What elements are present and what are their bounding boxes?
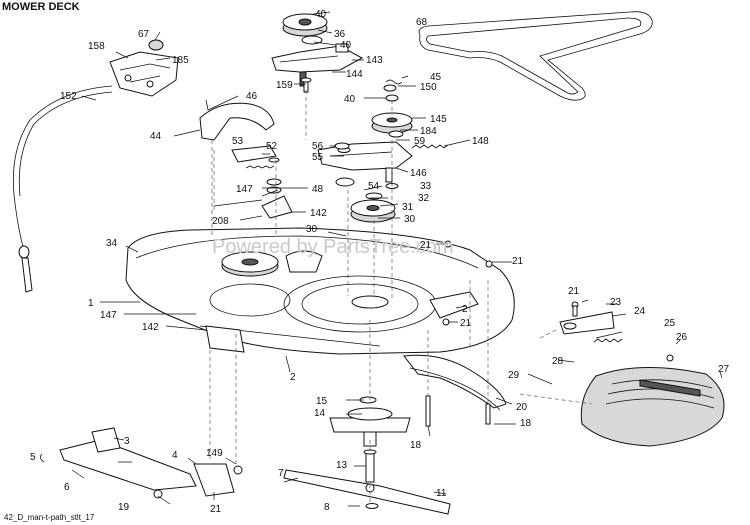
callout-20[interactable]: 20 bbox=[516, 402, 528, 413]
shaft-13 bbox=[363, 449, 377, 483]
assembly-guide-lines bbox=[209, 90, 593, 502]
callout-52[interactable]: 52 bbox=[266, 141, 278, 152]
callout-149[interactable]: 149 bbox=[206, 448, 223, 459]
bracket-4 bbox=[153, 463, 243, 499]
callout-184[interactable]: 184 bbox=[420, 126, 437, 137]
belt-guard-44 bbox=[199, 99, 275, 141]
diagram-title: MOWER DECK bbox=[2, 1, 80, 13]
callout-18[interactable]: 18 bbox=[520, 418, 532, 429]
callout-55[interactable]: 55 bbox=[312, 152, 324, 163]
callout-25[interactable]: 25 bbox=[664, 318, 676, 329]
callout-56[interactable]: 56 bbox=[312, 141, 324, 152]
callout-143[interactable]: 143 bbox=[366, 55, 383, 66]
callout-30[interactable]: 30 bbox=[404, 214, 416, 225]
callout-21[interactable]: 21 bbox=[460, 318, 472, 329]
callout-40[interactable]: 40 bbox=[344, 94, 356, 105]
callout-208[interactable]: 208 bbox=[212, 216, 229, 227]
callout-21[interactable]: 21 bbox=[568, 286, 580, 297]
belt-68 bbox=[418, 11, 653, 101]
callout-45[interactable]: 45 bbox=[430, 72, 442, 83]
callout-30[interactable]: 30 bbox=[306, 224, 318, 235]
callout-28[interactable]: 28 bbox=[552, 356, 564, 367]
callout-68[interactable]: 68 bbox=[416, 17, 428, 28]
callout-2[interactable]: 2 bbox=[462, 304, 468, 315]
callout-53[interactable]: 53 bbox=[232, 136, 244, 147]
callout-146[interactable]: 146 bbox=[410, 168, 427, 179]
callout-36[interactable]: 36 bbox=[334, 29, 346, 40]
bracket-142 bbox=[205, 325, 245, 353]
bracket-53 bbox=[213, 145, 293, 219]
callout-3[interactable]: 3 bbox=[124, 436, 130, 447]
callout-2[interactable]: 2 bbox=[290, 372, 296, 383]
callout-8[interactable]: 8 bbox=[324, 502, 330, 513]
callout-67[interactable]: 67 bbox=[138, 29, 150, 40]
callout-54[interactable]: 54 bbox=[368, 181, 380, 192]
callout-21[interactable]: 21 bbox=[210, 504, 222, 515]
diagram-code: 42_D_man-t-path_stlt_17 bbox=[4, 513, 95, 522]
spindle-14 bbox=[329, 396, 411, 447]
callout-150[interactable]: 150 bbox=[420, 82, 437, 93]
callout-147[interactable]: 147 bbox=[236, 184, 253, 195]
callout-40[interactable]: 40 bbox=[315, 9, 327, 20]
callout-46[interactable]: 46 bbox=[246, 91, 258, 102]
callout-21[interactable]: 21 bbox=[420, 240, 432, 251]
callout-148[interactable]: 148 bbox=[472, 136, 489, 147]
bolt-8 bbox=[365, 503, 379, 509]
callout-6[interactable]: 6 bbox=[64, 482, 70, 493]
callout-15[interactable]: 15 bbox=[316, 396, 328, 407]
callout-59[interactable]: 59 bbox=[414, 136, 426, 147]
callout-26[interactable]: 26 bbox=[676, 332, 688, 343]
cable-bracket-185 bbox=[109, 39, 179, 97]
leader-lines bbox=[71, 11, 723, 507]
front-bracket-6 bbox=[40, 427, 197, 491]
callout-152[interactable]: 152 bbox=[60, 91, 77, 102]
callout-40[interactable]: 40 bbox=[340, 40, 352, 51]
callout-158[interactable]: 158 bbox=[88, 41, 105, 52]
callout-144[interactable]: 144 bbox=[346, 69, 363, 80]
bracket-23 bbox=[559, 311, 674, 362]
callout-5[interactable]: 5 bbox=[30, 452, 36, 463]
pulley-31 bbox=[350, 199, 396, 223]
callout-14[interactable]: 14 bbox=[314, 408, 326, 419]
callout-185[interactable]: 185 bbox=[172, 55, 189, 66]
callout-34[interactable]: 34 bbox=[106, 238, 118, 249]
callout-142[interactable]: 142 bbox=[310, 208, 327, 219]
callout-numbers: 40 36 40 143 144 159 67 158 185 152 46 4… bbox=[30, 9, 730, 515]
callout-19[interactable]: 19 bbox=[118, 502, 130, 513]
callout-24[interactable]: 24 bbox=[634, 306, 646, 317]
callout-31[interactable]: 31 bbox=[402, 202, 414, 213]
callout-44[interactable]: 44 bbox=[150, 131, 162, 142]
callout-13[interactable]: 13 bbox=[336, 460, 348, 471]
callout-147[interactable]: 147 bbox=[100, 310, 117, 321]
cable-152 bbox=[13, 85, 113, 293]
callout-159[interactable]: 159 bbox=[276, 80, 293, 91]
callout-23[interactable]: 23 bbox=[610, 297, 622, 308]
pulley-36 bbox=[282, 13, 328, 45]
idler-arm-55 bbox=[317, 141, 413, 183]
callout-33[interactable]: 33 bbox=[420, 181, 432, 192]
callout-142[interactable]: 142 bbox=[142, 322, 159, 333]
bolts-18 bbox=[425, 395, 491, 427]
callout-4[interactable]: 4 bbox=[172, 450, 178, 461]
callout-11[interactable]: 11 bbox=[436, 488, 447, 499]
callout-32[interactable]: 32 bbox=[418, 193, 430, 204]
pulley-145 bbox=[371, 112, 413, 138]
callout-21[interactable]: 21 bbox=[512, 256, 524, 267]
callout-7[interactable]: 7 bbox=[278, 468, 284, 479]
callout-1[interactable]: 1 bbox=[88, 298, 94, 309]
callout-27[interactable]: 27 bbox=[718, 364, 730, 375]
callout-18[interactable]: 18 bbox=[410, 440, 422, 451]
callout-48[interactable]: 48 bbox=[312, 184, 324, 195]
spring-148 bbox=[411, 144, 449, 149]
bolts-21 bbox=[442, 240, 579, 326]
watermark: Powered by PartsTree.com bbox=[212, 236, 454, 258]
spring-45 bbox=[383, 79, 403, 102]
callout-29[interactable]: 29 bbox=[508, 370, 520, 381]
arm-20 bbox=[403, 354, 507, 411]
mower-deck-34 bbox=[125, 227, 515, 355]
callout-145[interactable]: 145 bbox=[430, 114, 447, 125]
discharge-chute-27 bbox=[580, 366, 725, 447]
